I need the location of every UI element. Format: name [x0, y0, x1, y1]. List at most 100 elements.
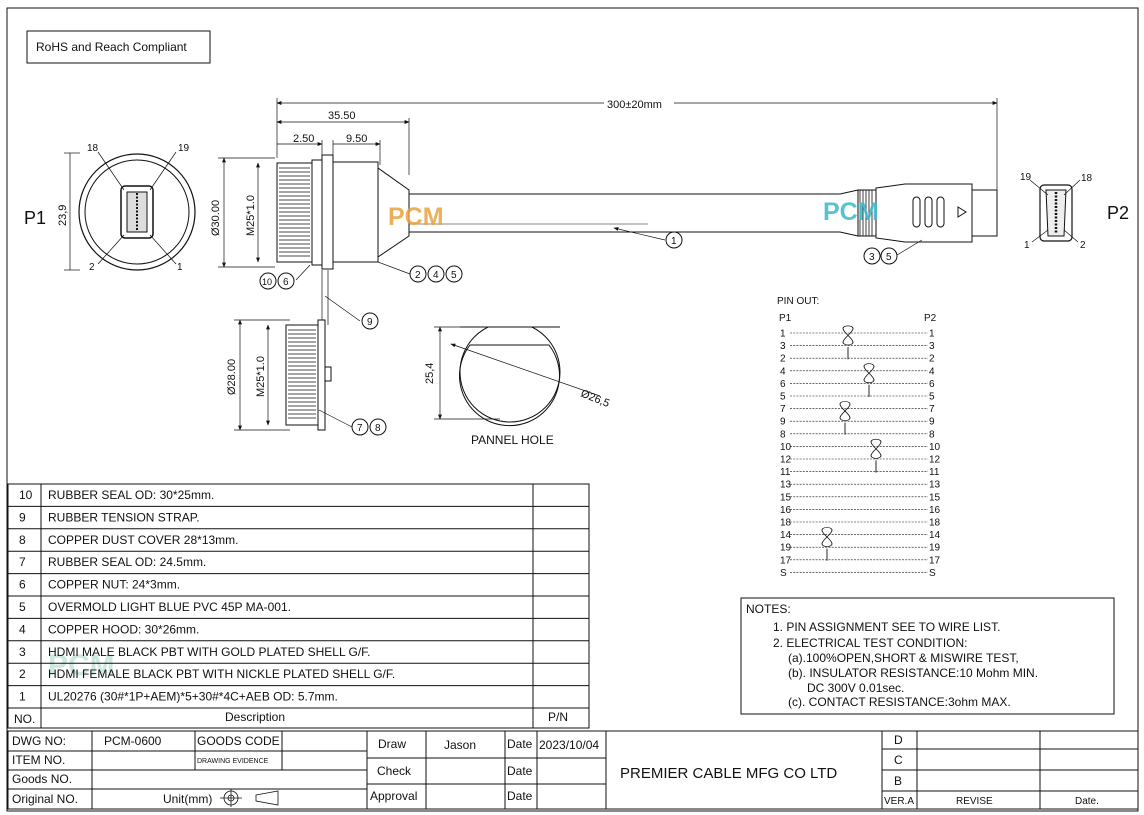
dim-dia-26-5: Ø26,5	[579, 388, 611, 410]
unit-label: Unit(mm)	[163, 792, 212, 806]
balloon-1: 1	[671, 236, 677, 247]
p2-label: P2	[1107, 203, 1129, 223]
pinout-left-pin: 14	[780, 530, 792, 541]
draw-date: 2023/10/04	[539, 738, 599, 752]
pinout-left-pin: 16	[780, 505, 792, 516]
balloon-5: 5	[451, 270, 457, 281]
pinout-right-pin: 5	[929, 392, 935, 403]
panel-hole-label: PANNEL HOLE	[471, 433, 554, 447]
twisted-pair-symbol	[839, 401, 851, 421]
bom-item-no: 10	[19, 488, 33, 502]
pcm-logo: PCM	[388, 203, 444, 231]
pinout-right-pin: 1	[929, 329, 935, 340]
bom-item-desc: UL20276 (30#*1P+AEM)*5+30#*4C+AEB OD: 5.…	[48, 690, 338, 704]
bom-item-desc: HDMI FEMALE BLACK PBT WITH NICKLE PLATED…	[48, 667, 395, 681]
bom-item-no: 6	[19, 578, 26, 592]
notes-title: NOTES:	[746, 602, 791, 616]
date-label-3: Date	[507, 789, 533, 803]
dim-2-50: 2.50	[293, 133, 314, 145]
ver-label: VER.A	[884, 796, 914, 807]
balloon-3: 3	[869, 252, 875, 263]
bom-item-desc: RUBBER SEAL OD: 30*25mm.	[48, 488, 214, 502]
dwg-no-value: PCM-0600	[104, 734, 162, 748]
date-label-2: Date	[507, 764, 533, 778]
p2-end-view: 19 18 1 2 P2	[1020, 172, 1129, 251]
approval-label: Approval	[370, 789, 417, 803]
p1-pin-2: 2	[89, 262, 95, 273]
balloon-9: 9	[367, 317, 373, 328]
callout-balloons: 1 10 6 2 4 5 3 5 9 7 8	[259, 231, 898, 436]
pinout-left-pin: 12	[780, 455, 792, 466]
pinout-right-pin: 6	[929, 379, 935, 390]
balloon-7: 7	[357, 423, 363, 434]
pinout-right-pin: 10	[929, 442, 941, 453]
bom-item-no: 1	[19, 690, 26, 704]
bom-item-no: 7	[19, 555, 26, 569]
pinout-right-pin: 7	[929, 404, 935, 415]
goods-no-label: Goods NO.	[12, 772, 72, 786]
dim-dia-28: Ø28.00	[226, 359, 238, 395]
twisted-pair-symbol	[870, 438, 882, 459]
title-block: DWG NO: PCM-0600 GOODS CODE ITEM NO. DRA…	[7, 730, 1139, 810]
dwg-no-label: DWG NO:	[12, 734, 66, 748]
pinout-left-pin: 19	[780, 543, 792, 554]
compliance-text: RoHS and Reach Compliant	[36, 40, 187, 54]
bom-item-no: 8	[19, 533, 26, 547]
bom-item-desc: RUBBER TENSION STRAP.	[48, 510, 200, 524]
revise-label: REVISE	[956, 796, 993, 807]
goods-code-label: GOODS CODE	[197, 734, 280, 748]
bom-item-no: 2	[19, 667, 26, 681]
pinout-right-pin: 2	[929, 354, 935, 365]
pinout-left-pin: 9	[780, 417, 786, 428]
pinout-left-pin: 7	[780, 404, 786, 415]
pinout-left-pin: 11	[780, 467, 791, 478]
pinout-right-pin: 3	[929, 341, 935, 352]
p2-pin-2: 2	[1080, 240, 1086, 251]
pcm-logo-2: PCM	[823, 198, 879, 226]
item-no-label: ITEM NO.	[12, 753, 65, 767]
balloon-4: 4	[433, 270, 439, 281]
rev-d: D	[894, 733, 903, 747]
p2-pin-19: 19	[1020, 172, 1032, 183]
pinout-left-pin: S	[780, 568, 787, 579]
p1-front-view: P1 23,9 18 19 2 1	[24, 143, 196, 273]
dust-cover-view: Ø28.00 M25*1.0	[226, 319, 353, 431]
pinout-right-pin: 13	[929, 480, 941, 491]
check-label: Check	[377, 764, 412, 778]
pinout-right-pin: 18	[929, 518, 941, 529]
pinout-right-pin: 4	[929, 366, 935, 377]
pinout-left-pin: 8	[780, 429, 786, 440]
bom-item-no: 3	[19, 645, 26, 659]
thread-lines	[279, 167, 310, 257]
date-col-label: Date.	[1075, 796, 1099, 807]
pinout-right-pin: 16	[929, 505, 941, 516]
pinout-left-pin: 4	[780, 366, 786, 377]
pinout-left-pin: 13	[780, 480, 792, 491]
p2-pin-1: 1	[1024, 240, 1030, 251]
bom-item-desc: COPPER HOOD: 30*26mm.	[48, 622, 199, 636]
pcm-watermark: PCM	[48, 649, 115, 682]
balloon-5b: 5	[886, 252, 892, 263]
drawing-evidence-label: DRAWING EVIDENCE	[197, 758, 269, 765]
projection-symbol	[220, 789, 279, 807]
note-line-2: 2. ELECTRICAL TEST CONDITION:	[773, 636, 967, 650]
pinout-right-pin: 11	[929, 467, 940, 478]
bom-item-desc: OVERMOLD LIGHT BLUE PVC 45P MA-001.	[48, 600, 291, 614]
balloon-10: 10	[262, 277, 272, 287]
dim-35-50: 35.50	[328, 110, 356, 122]
dim-dia-30: Ø30.00	[210, 200, 222, 236]
twisted-pair-symbol	[821, 527, 833, 547]
bom-item-desc: HDMI MALE BLACK PBT WITH GOLD PLATED SHE…	[48, 645, 371, 659]
balloon-8: 8	[375, 423, 381, 434]
note-line-6: (c). CONTACT RESISTANCE:3ohm MAX.	[788, 695, 1011, 709]
pinout-left-pin: 17	[780, 555, 792, 566]
date-label-1: Date	[507, 737, 533, 751]
pinout-right-pin: 19	[929, 543, 941, 554]
dim-25-4: 25,4	[424, 363, 436, 384]
pinout-left-pin: 6	[780, 379, 786, 390]
p1-pin-19: 19	[178, 143, 190, 154]
p1-pin-18: 18	[87, 143, 99, 154]
original-no-label: Original NO.	[12, 792, 78, 806]
